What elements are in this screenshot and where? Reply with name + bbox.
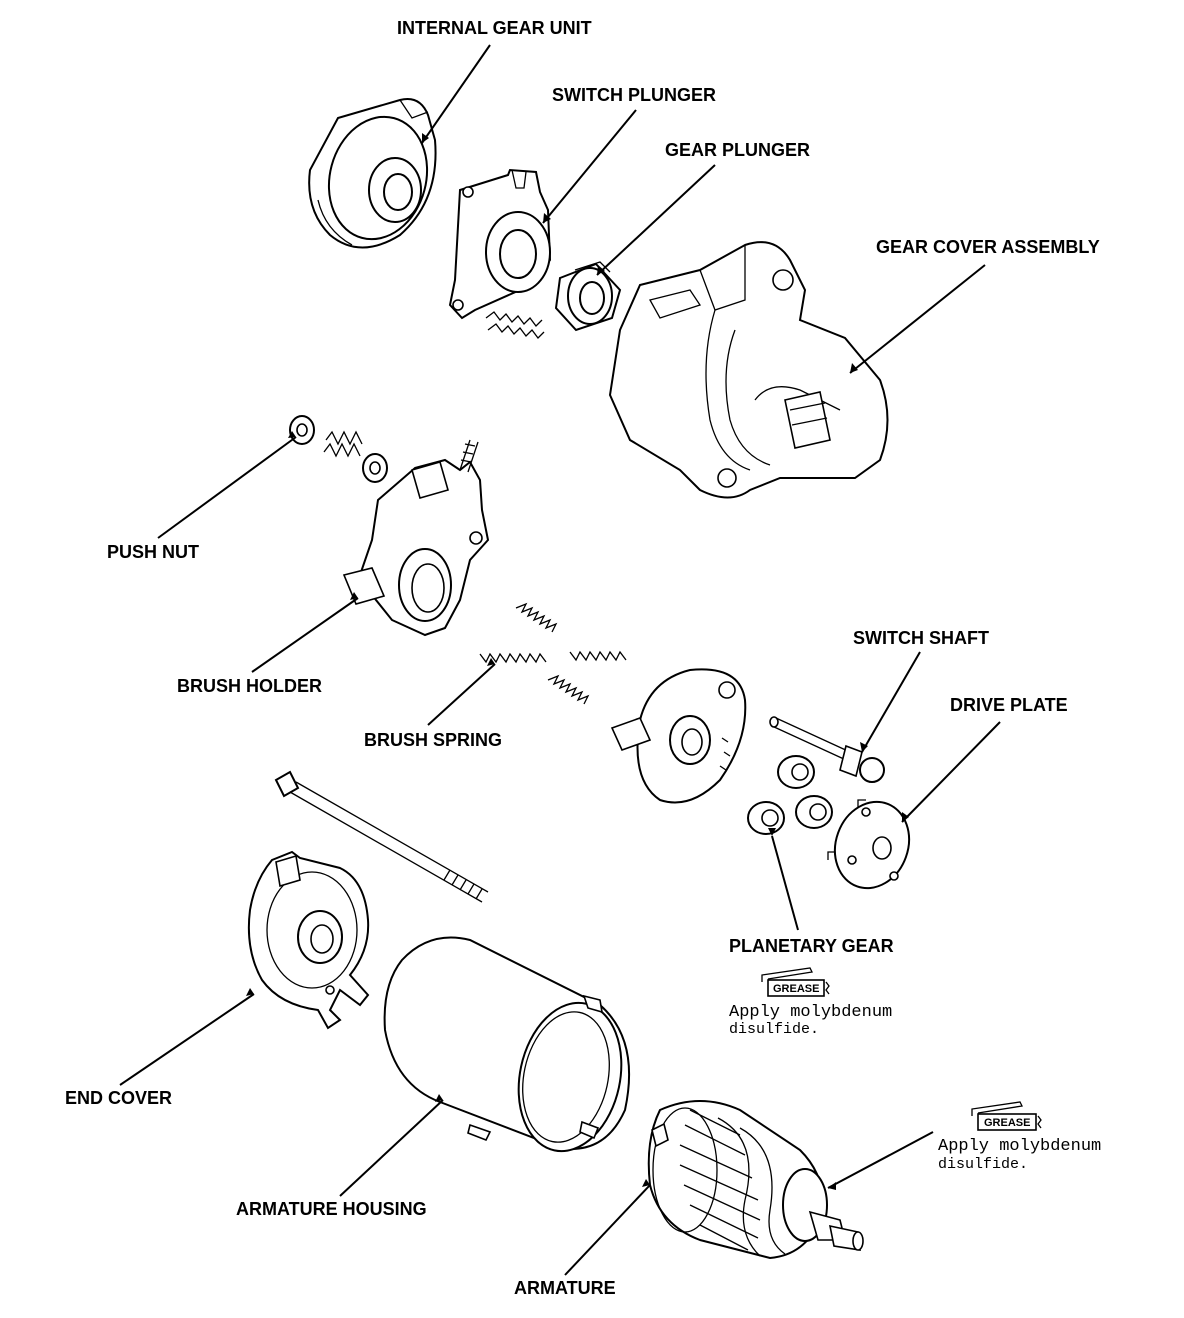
label-gear-plunger: GEAR PLUNGER	[665, 140, 810, 160]
end-cover-part	[247, 850, 370, 1030]
drive-plate-part	[827, 799, 911, 890]
label-brush-spring: BRUSH SPRING	[364, 730, 502, 750]
label-switch-shaft: SWITCH SHAFT	[853, 628, 989, 648]
gear-plunger-part	[554, 261, 622, 332]
planetary-gear-part	[747, 755, 833, 835]
label-switch-plunger: SWITCH PLUNGER	[552, 85, 716, 105]
brush-spring-part	[479, 602, 627, 705]
label-planetary-gear: PLANETARY GEAR	[729, 936, 894, 956]
label-gear-cover-assembly: GEAR COVER ASSEMBLY	[876, 237, 1100, 257]
through-bolt-part	[274, 770, 489, 903]
label-brush-holder: BRUSH HOLDER	[177, 676, 322, 696]
leader-arrowheads	[246, 133, 909, 1190]
grease-tag-1: GREASE	[773, 983, 819, 995]
grease-tag-2: GREASE	[984, 1117, 1030, 1129]
label-armature: ARMATURE	[514, 1278, 616, 1298]
label-armature-housing: ARMATURE HOUSING	[236, 1199, 427, 1219]
grease-note-1-line2: disulfide.	[729, 1021, 819, 1038]
push-nut-part	[289, 415, 388, 483]
grease-icon: GREASE	[971, 1101, 1042, 1131]
armature-housing-part	[383, 936, 631, 1153]
center-plate-part	[610, 668, 747, 804]
switch-plunger-part	[448, 168, 552, 339]
leader-lines	[119, 44, 1001, 1276]
internal-gear-unit-part	[308, 98, 437, 249]
label-drive-plate: DRIVE PLATE	[950, 695, 1068, 715]
grease-note-1-line1: Apply molybdenum	[729, 1003, 892, 1022]
gear-cover-assembly-part	[608, 241, 889, 499]
grease-icon: GREASE	[761, 967, 830, 997]
brush-holder-part	[342, 439, 490, 637]
grease-note-2-line1: Apply molybdenum	[938, 1137, 1101, 1156]
label-push-nut: PUSH NUT	[107, 542, 199, 562]
armature-part	[647, 1100, 864, 1260]
grease-note-2-line2: disulfide.	[938, 1156, 1028, 1173]
label-end-cover: END COVER	[65, 1088, 172, 1108]
switch-shaft-part	[769, 716, 885, 783]
label-internal-gear-unit: INTERNAL GEAR UNIT	[397, 18, 592, 38]
